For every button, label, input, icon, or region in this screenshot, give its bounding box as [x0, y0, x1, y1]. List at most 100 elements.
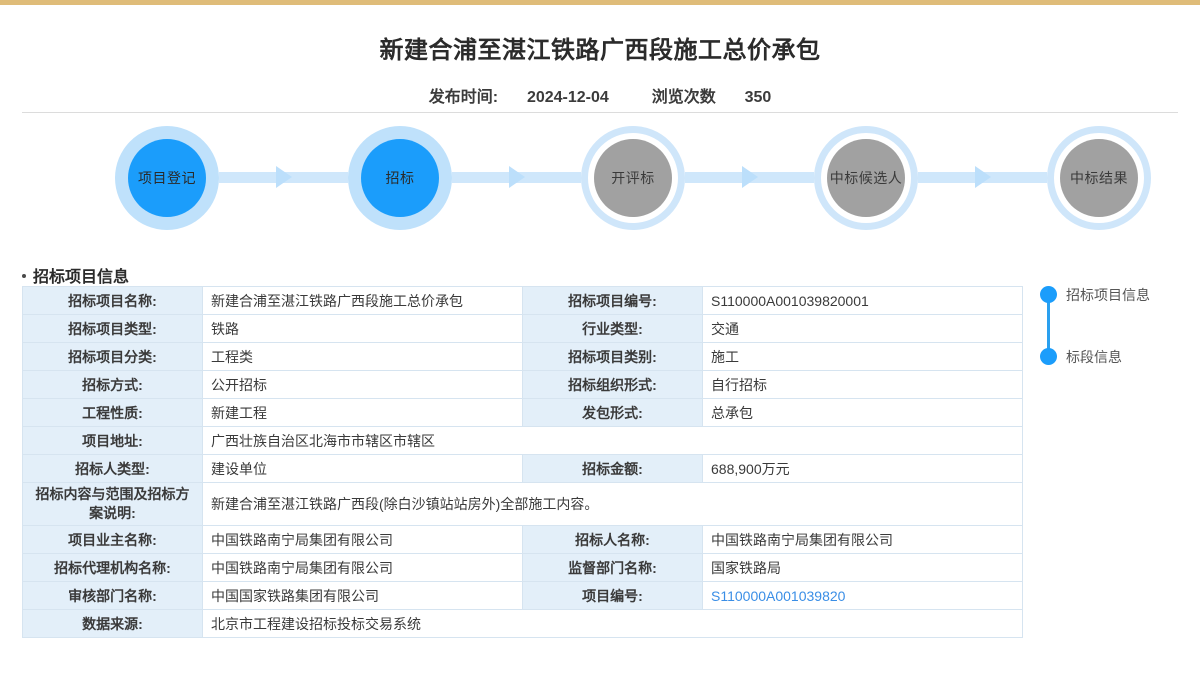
stepper-step-1[interactable]: 项目登记 [115, 126, 219, 230]
bullet-icon [22, 273, 26, 278]
field-value: 中国铁路南宁局集团有限公司 [202, 553, 523, 582]
views-count: 350 [744, 89, 772, 106]
field-label: 行业类型: [522, 314, 703, 343]
field-label: 招标项目类别: [522, 342, 703, 371]
step-label: 中标候选人 [827, 139, 905, 217]
field-label: 招标项目编号: [522, 286, 703, 315]
field-label: 招标人类型: [22, 454, 203, 483]
table-row: 工程性质:新建工程发包形式:总承包 [22, 398, 1023, 427]
table-row: 项目业主名称:中国铁路南宁局集团有限公司招标人名称:中国铁路南宁局集团有限公司 [22, 525, 1023, 554]
field-value: 688,900万元 [702, 454, 1023, 483]
section-heading-label: 招标项目信息 [33, 269, 130, 286]
stepper-step-4[interactable]: 中标候选人 [814, 126, 918, 230]
rail-item-label: 标段信息 [1066, 349, 1122, 365]
publish-time-value: 2024-12-04 [526, 89, 609, 106]
step-label: 中标结果 [1060, 139, 1138, 217]
field-label: 招标内容与范围及招标方案说明: [22, 482, 203, 526]
arrow-right-icon [509, 166, 525, 188]
section-heading: 招标项目信息 [22, 263, 129, 287]
field-value: 中国铁路南宁局集团有限公司 [702, 525, 1023, 554]
field-value: 总承包 [702, 398, 1023, 427]
header-divider [22, 112, 1178, 113]
field-label: 项目业主名称: [22, 525, 203, 554]
page-header: 新建合浦至湛江铁路广西段施工总价承包 发布时间: 2024-12-04 浏览次数… [0, 5, 1200, 112]
step-label-line: 登记 [167, 169, 196, 186]
arrow-right-icon [276, 166, 292, 188]
table-row: 招标项目分类:工程类招标项目类别:施工 [22, 342, 1023, 371]
field-label: 招标项目分类: [22, 342, 203, 371]
field-value: 交通 [702, 314, 1023, 343]
step-label-line: 结果 [1099, 169, 1128, 186]
field-label: 工程性质: [22, 398, 203, 427]
field-label: 招标组织形式: [522, 370, 703, 399]
top-accent-bar [0, 0, 1200, 5]
rail-item-label: 招标项目信息 [1066, 287, 1150, 303]
field-value: 中国国家铁路集团有限公司 [202, 581, 523, 610]
step-label-line: 开评标 [611, 169, 655, 186]
rail-dot-icon [1040, 348, 1057, 365]
step-connector-3 [685, 166, 814, 188]
table-row: 审核部门名称:中国国家铁路集团有限公司项目编号:S110000A00103982… [22, 581, 1023, 610]
progress-stepper: 项目登记招标开评标中标候选人中标结果 [0, 126, 1200, 254]
page-meta: 发布时间: 2024-12-04 浏览次数 350 [0, 83, 1200, 107]
field-value: 中国铁路南宁局集团有限公司 [202, 525, 523, 554]
step-ring [581, 126, 685, 230]
field-label: 招标方式: [22, 370, 203, 399]
field-value: 铁路 [202, 314, 523, 343]
step-label-line: 项目 [138, 169, 167, 186]
arrow-right-icon [742, 166, 758, 188]
table-row: 项目地址:广西壮族自治区北海市市辖区市辖区 [22, 426, 1023, 455]
field-value: 建设单位 [202, 454, 523, 483]
field-value: S110000A001039820001 [702, 286, 1023, 315]
table-row: 数据来源:北京市工程建设招标投标交易系统 [22, 609, 1023, 638]
table-row: 招标人类型:建设单位招标金额:688,900万元 [22, 454, 1023, 483]
field-value: 新建合浦至湛江铁路广西段施工总价承包 [202, 286, 523, 315]
field-label: 招标金额: [522, 454, 703, 483]
rail-item-2[interactable]: 标段信息 [1040, 348, 1190, 410]
field-value: 新建工程 [202, 398, 523, 427]
project-number-link[interactable]: S110000A001039820 [711, 587, 846, 604]
table-row: 招标方式:公开招标招标组织形式:自行招标 [22, 370, 1023, 399]
table-row: 招标项目类型:铁路行业类型:交通 [22, 314, 1023, 343]
step-connector-1 [219, 166, 348, 188]
stepper-step-2[interactable]: 招标 [348, 126, 452, 230]
views-label: 浏览次数 [651, 89, 716, 106]
table-row: 招标内容与范围及招标方案说明:新建合浦至湛江铁路广西段(除白沙镇站站房外)全部施… [22, 482, 1023, 526]
field-label: 项目编号: [522, 581, 703, 610]
step-label: 开评标 [594, 139, 672, 217]
field-label: 发包形式: [522, 398, 703, 427]
field-value[interactable]: S110000A001039820 [702, 581, 1023, 610]
field-value: 北京市工程建设招标投标交易系统 [202, 609, 1023, 638]
section-nav-rail: 招标项目信息标段信息 [1040, 286, 1190, 410]
field-label: 招标人名称: [522, 525, 703, 554]
field-value: 新建合浦至湛江铁路广西段(除白沙镇站站房外)全部施工内容。 [202, 482, 1023, 526]
step-label-line: 中标 [829, 169, 859, 186]
step-ring [1047, 126, 1151, 230]
field-value: 公开招标 [202, 370, 523, 399]
rail-item-1[interactable]: 招标项目信息 [1040, 286, 1190, 349]
step-ring [814, 126, 918, 230]
table-row: 招标项目名称:新建合浦至湛江铁路广西段施工总价承包招标项目编号:S110000A… [22, 286, 1023, 315]
table-row: 招标代理机构名称:中国铁路南宁局集团有限公司监督部门名称:国家铁路局 [22, 553, 1023, 582]
step-label-line: 招标 [385, 169, 415, 186]
step-label-line: 中标 [1070, 169, 1099, 186]
field-value: 自行招标 [702, 370, 1023, 399]
field-value: 施工 [702, 342, 1023, 371]
field-label: 招标项目类型: [22, 314, 203, 343]
step-connector-4 [918, 166, 1047, 188]
page-title: 新建合浦至湛江铁路广西段施工总价承包 [379, 37, 821, 64]
field-label: 招标项目名称: [22, 286, 203, 315]
step-label: 招标 [361, 139, 439, 217]
field-label: 招标代理机构名称: [22, 553, 203, 582]
rail-dot-icon [1040, 286, 1057, 303]
step-connector-2 [452, 166, 581, 188]
stepper-step-3[interactable]: 开评标 [581, 126, 685, 230]
field-value: 工程类 [202, 342, 523, 371]
publish-time-label: 发布时间: [428, 89, 499, 106]
field-label: 监督部门名称: [522, 553, 703, 582]
field-value: 广西壮族自治区北海市市辖区市辖区 [202, 426, 1023, 455]
stepper-step-5[interactable]: 中标结果 [1047, 126, 1151, 230]
field-label: 项目地址: [22, 426, 203, 455]
tender-info-table: 招标项目名称:新建合浦至湛江铁路广西段施工总价承包招标项目编号:S110000A… [22, 286, 1023, 638]
field-label: 数据来源: [22, 609, 203, 638]
